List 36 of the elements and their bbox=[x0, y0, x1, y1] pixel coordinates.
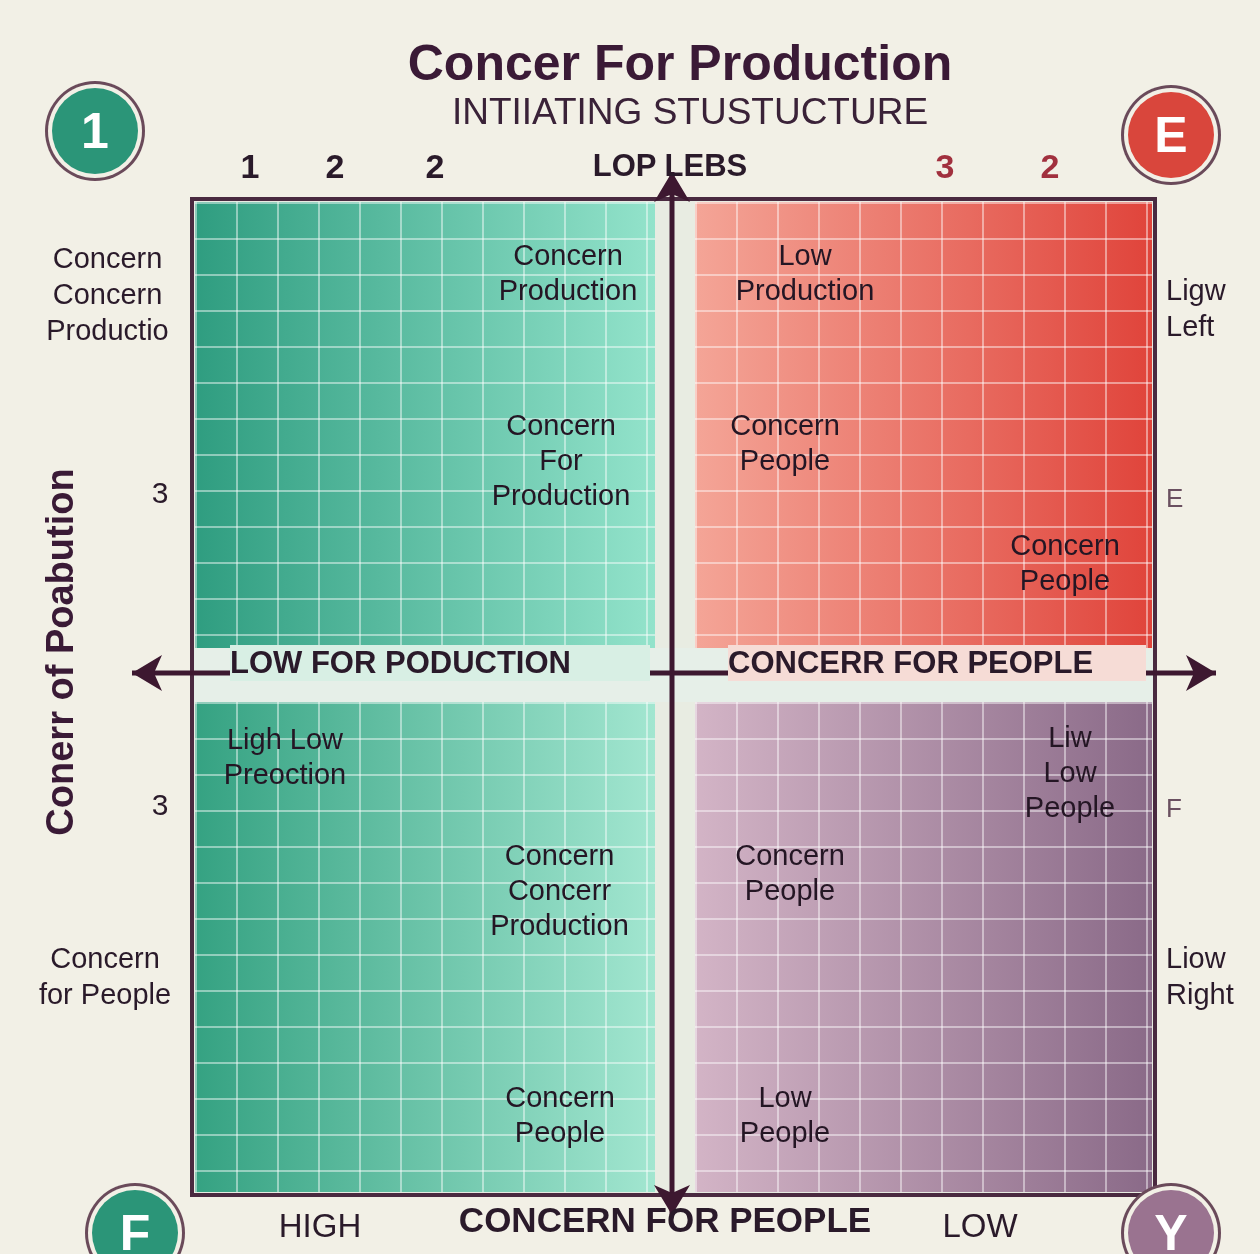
side-label: LOW bbox=[941, 1208, 1019, 1244]
tick-label: LOP LEBS bbox=[591, 148, 749, 184]
quadrant-panel bbox=[195, 702, 655, 1192]
quadrant-text: Concern For Production bbox=[491, 408, 631, 513]
quadrant-text: Concern Production bbox=[497, 238, 639, 308]
tick-label: 3 bbox=[934, 148, 956, 184]
side-label: 3 bbox=[150, 787, 170, 823]
tick-label: 2 bbox=[324, 148, 346, 184]
axis-label: CONCERN FOR PEOPLE bbox=[457, 1202, 873, 1238]
quadrant-text: Low Production bbox=[734, 238, 876, 308]
side-label: Concern for People bbox=[37, 941, 173, 1012]
tick-label: 1 bbox=[239, 148, 261, 184]
tick-label: 2 bbox=[1039, 148, 1061, 184]
side-label: HIGH bbox=[277, 1208, 363, 1244]
quadrant-text: Low People bbox=[738, 1080, 832, 1150]
axis-label: LOW FOR PODUCTION bbox=[230, 645, 650, 681]
quadrant-text: Concern People bbox=[1009, 528, 1121, 598]
subtitle: INTIIATING STUSTUCTURE bbox=[450, 94, 930, 130]
side-label: Liow Right bbox=[1166, 941, 1235, 1012]
side-label: 3 bbox=[150, 475, 170, 511]
side-label: Ligw Left bbox=[1166, 273, 1227, 344]
quadrant-text: Concern People bbox=[734, 838, 846, 908]
axis-title: Conerr of Poabution bbox=[38, 467, 82, 838]
side-label: Concern Concern Productio bbox=[45, 241, 170, 348]
side-label: E bbox=[1166, 482, 1185, 515]
tick-label: 2 bbox=[424, 148, 446, 184]
quadrant-panel bbox=[695, 202, 1152, 648]
quadrant-text: Liw Low People bbox=[1023, 720, 1117, 825]
quadrant-text: Concern People bbox=[729, 408, 841, 478]
quadrant-text: Concern Concerr Production bbox=[489, 838, 630, 943]
title: Concer For Production bbox=[406, 34, 954, 93]
quadrant-panel bbox=[695, 702, 1152, 1192]
axis-label: CONCERR FOR PEOPLE bbox=[728, 645, 1146, 681]
quadrant-panel bbox=[195, 202, 655, 648]
side-label: F bbox=[1166, 792, 1183, 825]
quadrant-text: Concern People bbox=[504, 1080, 616, 1150]
